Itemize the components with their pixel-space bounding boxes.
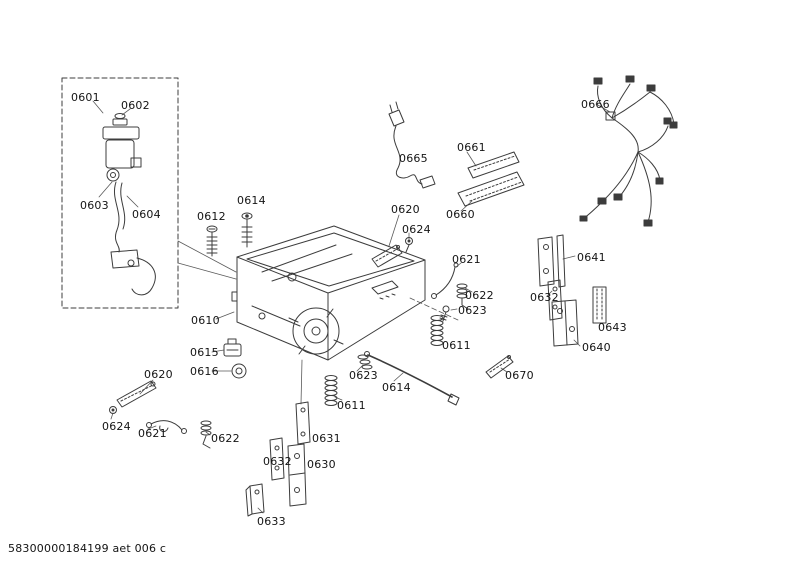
part-label-0665: 0665 [399, 152, 428, 165]
part-label-0631: 0631 [312, 432, 341, 445]
part-0623-screw-drawing [439, 305, 450, 322]
part-label-0623: 0623 [458, 304, 487, 317]
part-0624-clip-lower-drawing [109, 406, 117, 414]
leader-lines [92, 100, 611, 514]
part-0665-power-cord-drawing [388, 101, 436, 189]
part-0614-cable-drawing [364, 351, 460, 406]
part-label-0612: 0612 [197, 210, 226, 223]
part-0620-strip-drawing [371, 244, 403, 268]
part-0632-bracket-right-drawing [547, 279, 563, 321]
part-label-0623-center: 0623 [349, 369, 378, 382]
part-label-0630: 0630 [307, 458, 336, 471]
part-label-0611-center: 0611 [337, 399, 366, 412]
part-label-0633: 0633 [257, 515, 286, 528]
part-0631-bracket-drawing [295, 401, 311, 445]
part-label-0614: 0614 [237, 194, 266, 207]
document-code: 58300000184199 aet 006 c [8, 542, 167, 555]
part-label-0620-lower: 0620 [144, 368, 173, 381]
part-label-0666: 0666 [581, 98, 610, 111]
part-label-0603: 0603 [80, 199, 109, 212]
part-0616-cap-drawing [231, 363, 247, 379]
part-0660-panel-drawing [457, 171, 525, 207]
part-0612-screw-drawing [206, 225, 218, 257]
part-0601-valve-assembly-drawing [61, 77, 179, 309]
part-label-0624-lower: 0624 [102, 420, 131, 433]
part-label-0611: 0611 [442, 339, 471, 352]
part-0615-clamp-drawing [223, 338, 242, 357]
part-label-0621-lower: 0621 [138, 427, 167, 440]
part-0633-bracket-drawing [245, 483, 265, 517]
part-label-0610: 0610 [191, 314, 220, 327]
part-0621-wire-drawing [431, 262, 459, 299]
part-label-0632-right: 0632 [530, 291, 559, 304]
part-0630-bracket-drawing [287, 443, 307, 507]
part-0622-spring-drawing [456, 283, 469, 310]
part-0611-spring-center-drawing [324, 375, 338, 406]
part-label-0660: 0660 [446, 208, 475, 221]
part-0622-spring-lower-drawing [200, 420, 212, 449]
part-0632-bracket-left-drawing [269, 437, 285, 481]
part-0611-spring-drawing [430, 315, 444, 346]
part-0614-screw-drawing [241, 212, 253, 248]
part-label-0643: 0643 [598, 321, 627, 334]
part-label-0616: 0616 [190, 365, 219, 378]
part-label-0604: 0604 [132, 208, 161, 221]
part-label-0615: 0615 [190, 346, 219, 359]
part-0641-bracket-drawing [537, 234, 566, 288]
part-0623-spring-center-drawing [357, 354, 373, 370]
part-label-0640: 0640 [582, 341, 611, 354]
part-label-0661: 0661 [457, 141, 486, 154]
part-0640-bracket-drawing [551, 299, 579, 347]
part-label-0670: 0670 [505, 369, 534, 382]
part-label-0624: 0624 [402, 223, 431, 236]
part-0624-clip-drawing [405, 237, 413, 253]
part-0620-strip-lower-drawing [116, 380, 157, 408]
part-0661-panel-drawing [467, 151, 520, 179]
part-label-0614-center: 0614 [382, 381, 411, 394]
part-0666-cable-harness-drawing [579, 75, 678, 227]
part-0621-wire-lower-drawing [146, 420, 187, 434]
part-label-0621: 0621 [452, 253, 481, 266]
part-label-0622: 0622 [465, 289, 494, 302]
part-0610-base-assembly-drawing [231, 225, 426, 361]
part-label-0641: 0641 [577, 251, 606, 264]
part-label-0632-left: 0632 [263, 455, 292, 468]
part-label-0602: 0602 [121, 99, 150, 112]
part-label-0620: 0620 [391, 203, 420, 216]
part-label-0601: 0601 [71, 91, 100, 104]
part-0670-strip-drawing [485, 355, 514, 379]
part-0643-strip-drawing [592, 286, 607, 324]
part-label-0622-lower: 0622 [211, 432, 240, 445]
